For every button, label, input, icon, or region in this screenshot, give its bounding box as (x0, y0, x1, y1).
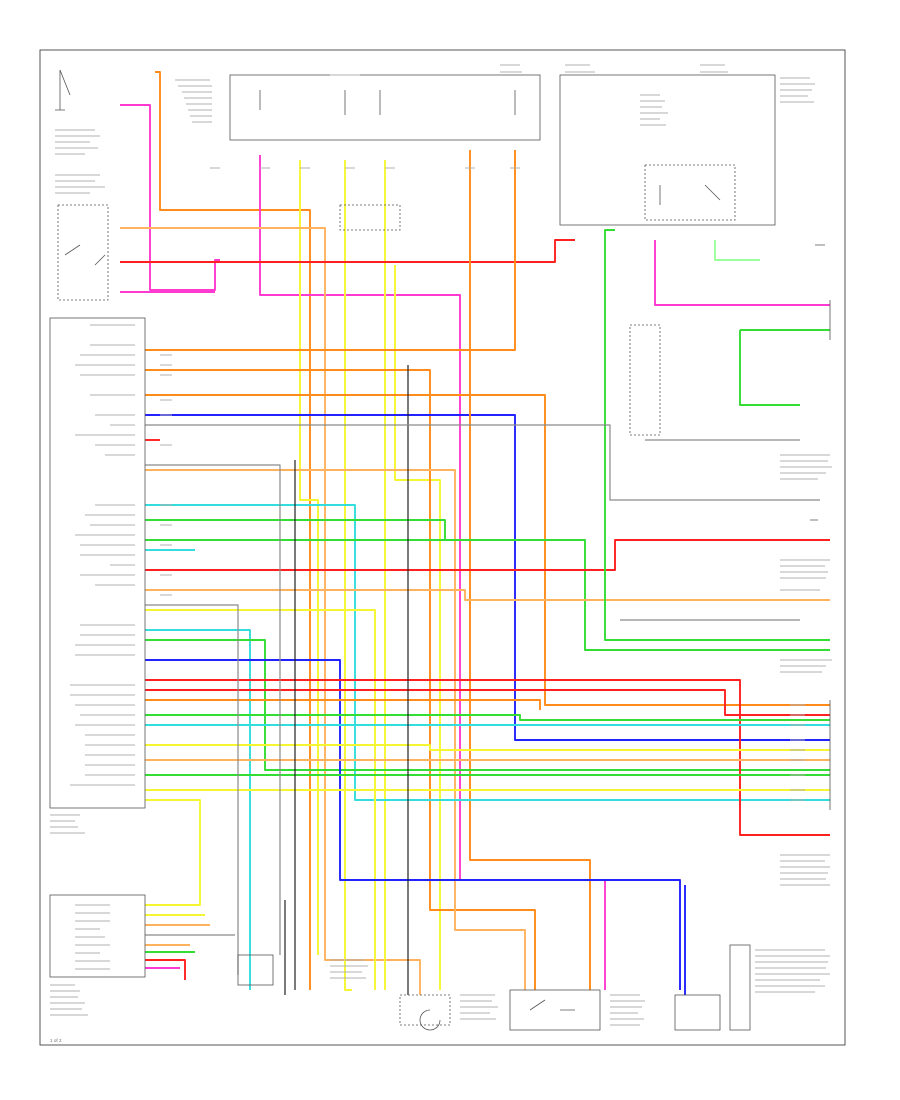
wire-gray-44 (145, 424, 820, 501)
right-edge-terminals (810, 244, 831, 810)
unit-caption (50, 814, 85, 834)
bottom-left-caption (50, 984, 88, 1016)
wire-light_orange-4 (120, 227, 421, 995)
wire-red-21 (145, 539, 830, 571)
wire-orange-10 (145, 150, 516, 351)
wire-light_orange-16 (145, 469, 526, 990)
actuator-bottom-1 (237, 954, 274, 986)
relay-contact (659, 184, 721, 205)
blower-motor-symbol (419, 1009, 441, 1031)
wire-yellow-5 (344, 160, 352, 991)
climate-control-unit (49, 317, 146, 809)
wire-orange-0 (155, 71, 311, 990)
wire-cyan-24 (145, 629, 251, 990)
fuse-box-labels (175, 79, 212, 123)
wire-blue-13 (145, 414, 830, 741)
wire-green-40 (739, 330, 800, 406)
bottom-left-unit (49, 894, 146, 978)
top-left-labels (55, 129, 105, 194)
wire-green-30 (145, 714, 830, 721)
control-unit-pin-labels (70, 324, 135, 786)
right-top-labels (780, 77, 815, 103)
relay-labels (640, 94, 668, 126)
wire-gray-47 (145, 604, 239, 975)
wire-layer (120, 71, 830, 995)
wire-gray-45 (145, 464, 281, 955)
top-fuse-labels (330, 64, 728, 76)
top-left-switch-symbol (55, 69, 71, 111)
wire-pink-38 (654, 240, 830, 306)
wire-yellow-49 (145, 799, 201, 906)
bottom-right-module (729, 944, 751, 1031)
compressor-clutch-relay (644, 164, 736, 221)
bottom-mid-labels (330, 959, 645, 1026)
right-side-labels (780, 454, 832, 886)
actuator-bottom-2 (399, 994, 451, 1026)
right-connector-module (629, 324, 661, 436)
wire-light_green-37 (714, 240, 760, 261)
wire-red-55 (145, 959, 186, 980)
wire-red-28 (145, 689, 830, 716)
wire-pink-2 (259, 155, 606, 990)
bottom-right-labels (755, 949, 830, 993)
wire-orange-29 (145, 699, 541, 710)
pressure-switch-contact (64, 244, 106, 266)
actuator-bottom-3 (509, 989, 601, 1031)
underhood-fuse-box (229, 74, 541, 141)
pressure-switch-box (57, 204, 109, 301)
wire-yellow-3 (299, 160, 319, 955)
diagram-border (39, 49, 846, 1046)
wire-cyan-17 (145, 504, 830, 801)
wire-yellow-32 (145, 744, 830, 751)
wire-yellow-7 (394, 265, 441, 990)
actuator-bottom-4 (674, 994, 721, 1031)
fuse-symbols (259, 90, 516, 115)
wire-green-25 (145, 639, 830, 771)
bottom-left-pin-labels (75, 904, 110, 970)
component-layer (49, 69, 831, 1031)
wire-color-labels (160, 167, 805, 801)
wire-red-8 (120, 239, 575, 263)
wire-green-36 (604, 229, 830, 641)
page-id-text: 1 of 2 (50, 1038, 62, 1043)
actuator-switch (529, 999, 575, 1011)
wire-blue-26 (145, 659, 681, 990)
wire-light_orange-22 (145, 589, 830, 601)
wire-pink-1 (120, 104, 220, 291)
top-right-fuse-block (559, 74, 776, 226)
wire-red-27 (145, 679, 830, 836)
wire-orange-15 (469, 150, 591, 990)
wire-orange-12 (145, 394, 830, 706)
wire-yellow-23 (145, 609, 376, 990)
joint-connector-top (339, 204, 401, 231)
label-strokes (50, 64, 832, 1026)
wire-orange-11 (145, 369, 536, 990)
